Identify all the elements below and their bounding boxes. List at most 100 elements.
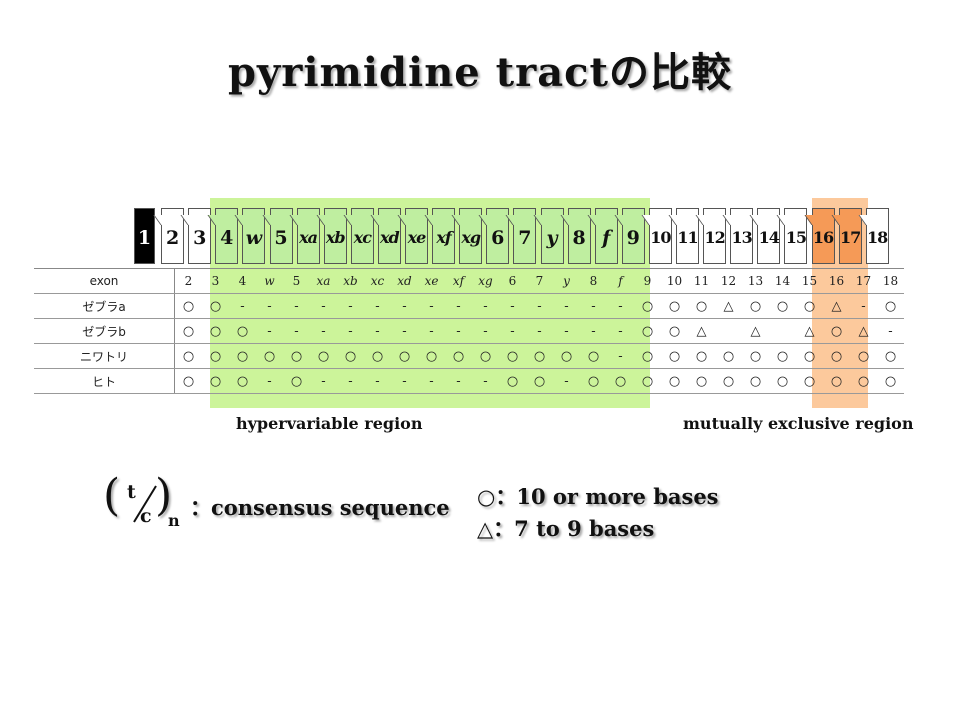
exon-label: xg: [461, 228, 481, 247]
exon-box-xe: xe: [405, 208, 428, 264]
column-header: 17: [850, 268, 877, 294]
column-header: xa: [310, 268, 337, 294]
column-header: xe: [418, 268, 445, 294]
table-cell: ○: [202, 318, 229, 344]
table-cell: -: [364, 318, 391, 344]
table-cell: -: [310, 293, 337, 319]
exon-label: xe: [407, 228, 427, 247]
table-cell: ○: [877, 343, 904, 369]
table-cell: -: [337, 368, 364, 394]
table-cell: ○: [634, 293, 661, 319]
table-cell: △: [742, 318, 769, 344]
legend-item-triangle: △：7 to 9 bases: [477, 513, 654, 543]
table-cell: -: [418, 318, 445, 344]
table-cell: -: [580, 293, 607, 319]
row-label: ニワトリ: [34, 343, 175, 369]
exon-box-13: 13: [730, 208, 754, 264]
table-cell: ○: [742, 368, 769, 394]
exon-box-4: 4: [215, 208, 239, 264]
exon-box-18: 18: [865, 208, 889, 264]
table-cell: ○: [877, 368, 904, 394]
legend-item-circle: ○：10 or more bases: [477, 481, 719, 511]
exon-label: 8: [572, 227, 586, 249]
exon-label: 18: [867, 228, 888, 247]
table-cell: ○: [526, 343, 553, 369]
exon-label: 17: [839, 228, 861, 247]
table-cell: -: [337, 318, 364, 344]
table-cell: ○: [688, 368, 715, 394]
table-cell: ○: [174, 318, 202, 344]
table-cell: -: [499, 318, 526, 344]
table-cell: -: [580, 318, 607, 344]
table-cell: -: [472, 293, 499, 319]
table-cell: -: [526, 293, 553, 319]
table-cell: ○: [418, 343, 445, 369]
column-header: 5: [283, 268, 310, 294]
exon-label: 3: [193, 227, 207, 249]
exon-label: xb: [325, 228, 346, 247]
column-header: 3: [202, 268, 229, 294]
triangle-icon: △: [477, 516, 494, 541]
row-label: ゼブラb: [34, 318, 175, 344]
table-cell: -: [445, 293, 472, 319]
column-header: xf: [445, 268, 472, 294]
exon-box-xg: xg: [459, 208, 483, 264]
column-header: f: [607, 268, 634, 294]
table-cell: -: [499, 293, 526, 319]
table-cell: △: [850, 318, 877, 344]
table-cell: -: [445, 318, 472, 344]
exon-box-12: 12: [703, 208, 727, 264]
column-header: 7: [526, 268, 553, 294]
table-cell: ○: [580, 343, 607, 369]
column-header: 6: [499, 268, 526, 294]
table-cell: -: [472, 318, 499, 344]
exon-box-xf: xf: [432, 208, 456, 264]
column-header: 4: [229, 268, 256, 294]
table-cell: ○: [877, 293, 904, 319]
table-row: ゼブラb○○○--------------○○△△△○△-: [34, 318, 904, 344]
table-cell: △: [796, 318, 823, 344]
table-cell: ○: [499, 368, 526, 394]
table-cell: -: [283, 293, 310, 319]
exon-label: 13: [731, 228, 753, 247]
table-cell: ○: [742, 343, 769, 369]
table-cell: ○: [310, 343, 337, 369]
table-cell: ○: [229, 368, 256, 394]
table-cell: ○: [229, 318, 256, 344]
column-header: 2: [174, 268, 202, 294]
table-cell: -: [607, 293, 634, 319]
table-cell: ○: [688, 343, 715, 369]
table-cell: ○: [634, 368, 661, 394]
table-cell: -: [391, 318, 418, 344]
table-cell: ○: [174, 343, 202, 369]
circle-icon: ○: [477, 484, 496, 509]
table-cell: -: [418, 368, 445, 394]
exon-box-9: 9: [621, 208, 645, 264]
column-header: y: [553, 268, 580, 294]
exon-box-y: y: [540, 208, 564, 264]
column-header: 16: [823, 268, 850, 294]
table-cell: ○: [202, 293, 229, 319]
table-cell: -: [472, 368, 499, 394]
table-cell: -: [310, 368, 337, 394]
table-cell: ○: [174, 368, 202, 394]
table-cell: ○: [553, 343, 580, 369]
right-paren: ): [155, 470, 173, 521]
table-cell: -: [418, 293, 445, 319]
column-header: 15: [796, 268, 823, 294]
table-cell: -: [337, 293, 364, 319]
column-header: xc: [364, 268, 391, 294]
exon-label: xd: [380, 228, 400, 247]
table-cell: ○: [661, 293, 688, 319]
exon-box-3: 3: [188, 208, 212, 264]
table-row: ヒト○○○-○-------○○-○○○○○○○○○○○○: [34, 368, 904, 394]
table-cell: -: [526, 318, 553, 344]
column-header: xd: [391, 268, 418, 294]
exon-label: 14: [758, 228, 780, 247]
table-cell: ○: [229, 343, 256, 369]
legend-text: ：10 or more bases: [495, 484, 719, 509]
table-cell: △: [688, 318, 715, 344]
